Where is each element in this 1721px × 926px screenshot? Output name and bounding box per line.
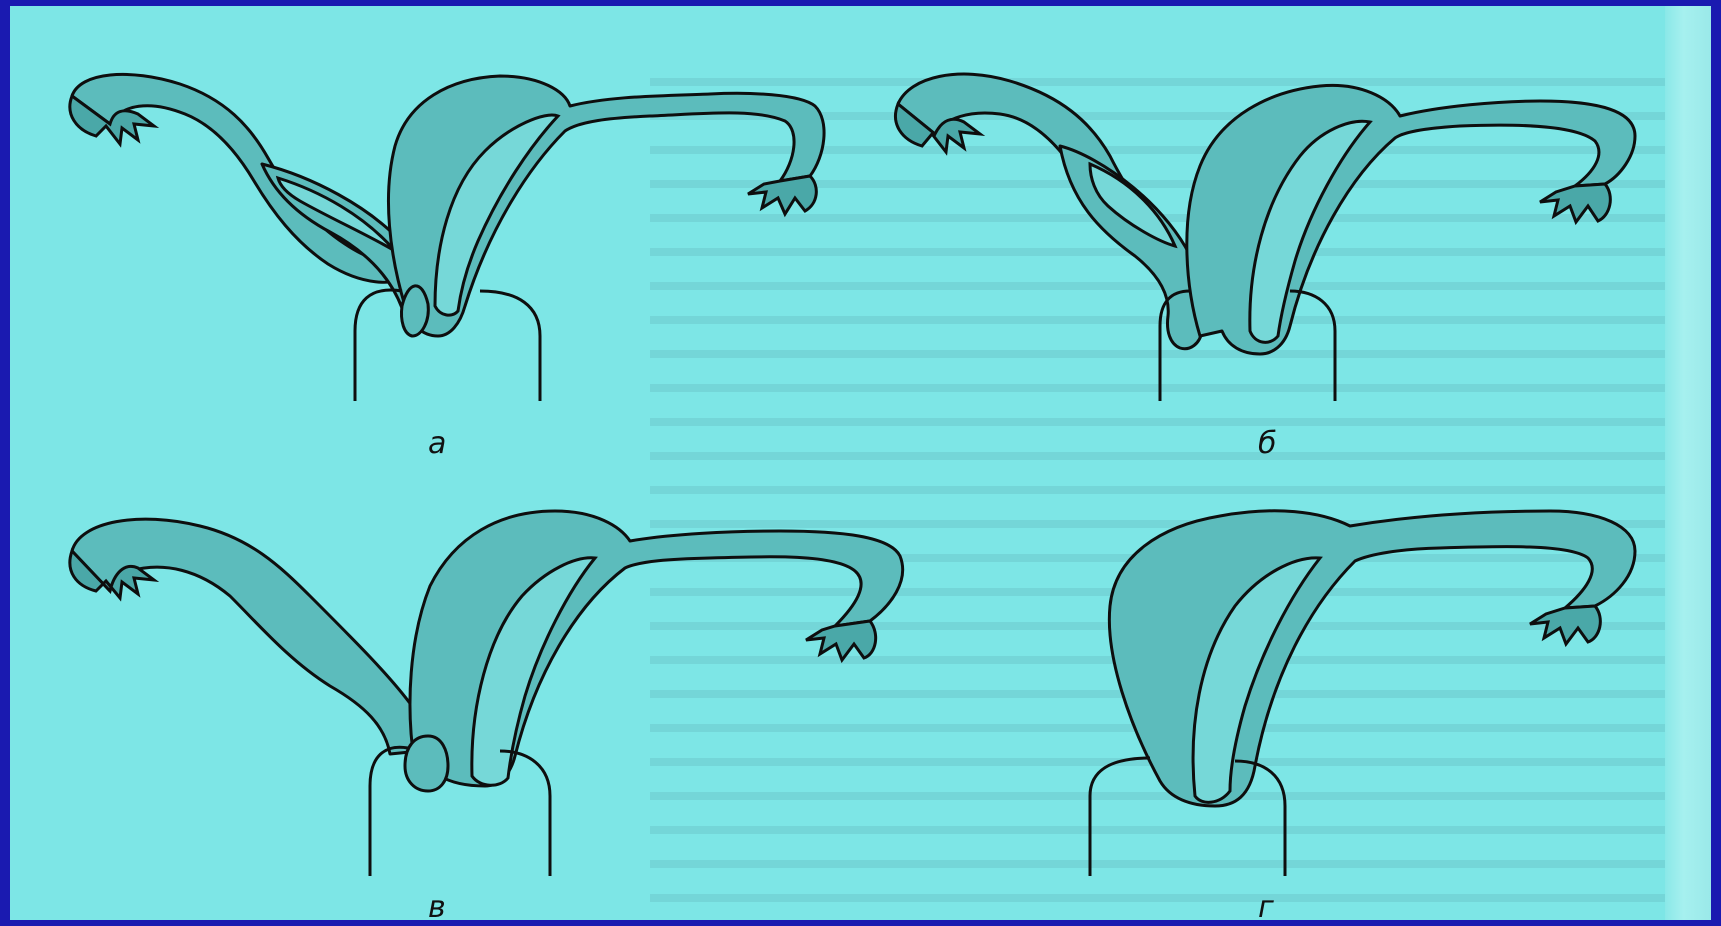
panel-v-label: в — [428, 890, 446, 920]
uterus-anomalies-diagram — [10, 6, 1711, 920]
diagram-frame: а б в г — [10, 6, 1711, 920]
panel-a-label: а — [428, 426, 446, 461]
panel-g-label: г — [1258, 890, 1274, 920]
panel-g-drawing — [1090, 511, 1635, 876]
panel-b-drawing — [895, 74, 1635, 401]
panel-v-drawing — [70, 511, 903, 876]
panel-a-drawing — [70, 74, 824, 401]
panel-b-label: б — [1258, 426, 1277, 461]
